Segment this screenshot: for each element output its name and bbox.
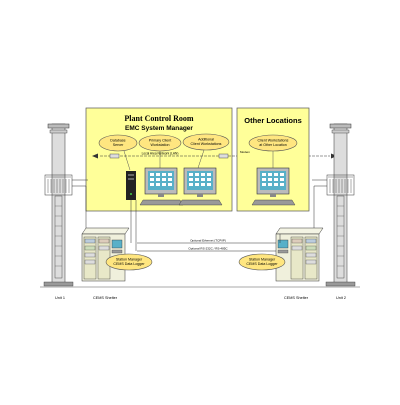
- optional-serial-label: Optional RS-232C / RS-485C: [188, 247, 228, 251]
- primary-client-label-2: Workstation: [151, 143, 170, 147]
- additional-client-callout: [182, 133, 230, 151]
- unit-1-stack: [43, 123, 74, 287]
- left-shelter-label: CEMS Shelter: [93, 296, 118, 300]
- additional-client-label-1: Additional: [198, 138, 214, 142]
- right-shelter-label: CEMS Shelter: [284, 296, 309, 300]
- database-server-label-2: Server: [113, 143, 124, 147]
- right-station-manager-callout: [238, 253, 286, 271]
- database-server-label-1: Database: [110, 139, 125, 143]
- unit-2-stack: [325, 123, 356, 287]
- other-location-workstation: [251, 167, 296, 206]
- right-station-manager-label-1: Station Manager: [249, 258, 276, 262]
- additional-client-pointer: [197, 149, 205, 169]
- additional-client-workstation: [178, 167, 223, 206]
- other-location-label-1: Client Workstations: [258, 139, 289, 143]
- database-server-tower: [126, 171, 136, 200]
- lan-arrow-left: [92, 153, 98, 159]
- lan-hub-right: [218, 153, 229, 159]
- unit-2-label: Unit 2: [336, 296, 346, 300]
- right-cems-shelter: [275, 227, 324, 282]
- lan-label: Local Area Network (LAN): [142, 152, 179, 156]
- unit-1-label: Unit 1: [55, 296, 65, 300]
- optional-ethernet-label: Optional Ethernet (TCP/IP): [190, 239, 226, 243]
- lan-hub-left: [109, 153, 120, 159]
- primary-client-workstation: [139, 167, 184, 206]
- additional-client-label-2: Client Workstations: [191, 142, 222, 146]
- left-station-manager-callout: [105, 253, 153, 271]
- database-server-pointer: [123, 150, 131, 171]
- left-station-manager-label-2: CEMS Data Logger: [113, 262, 145, 266]
- plant-room-title: Plant Control Room: [124, 114, 194, 123]
- left-station-manager-label-1: Station Manager: [116, 258, 143, 262]
- primary-client-label-1: Primary Client: [149, 139, 172, 143]
- database-server-callout: [98, 134, 138, 152]
- other-location-label-2: at Other Location: [259, 143, 287, 147]
- right-station-manager-label-2: CEMS Data Logger: [246, 262, 278, 266]
- other-locations-title: Other Locations: [244, 116, 302, 125]
- modem-label: Modem: [240, 150, 251, 154]
- plant-room-subtitle: EMC System Manager: [125, 125, 193, 132]
